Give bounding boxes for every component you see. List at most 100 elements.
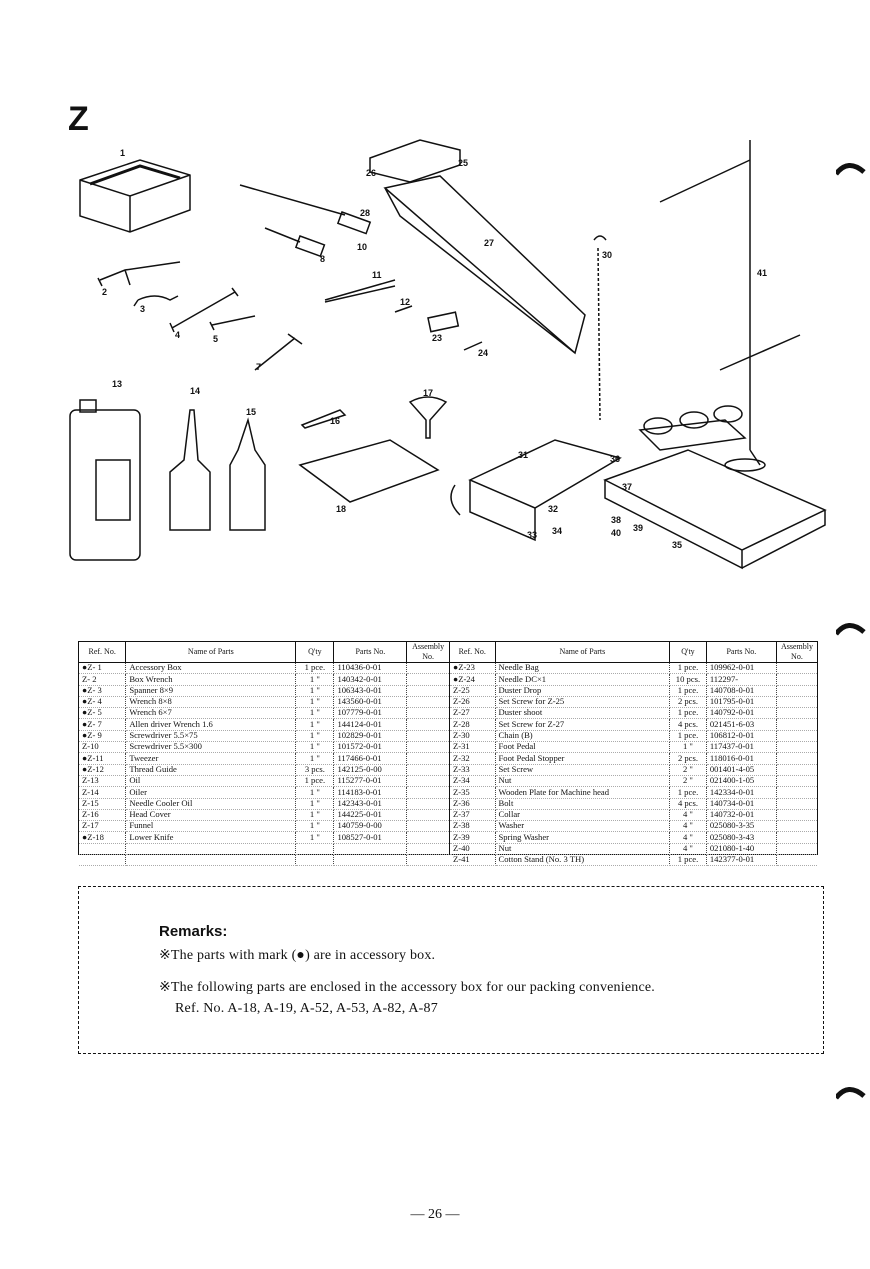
part-name-cell: Set Screw for Z-27: [495, 719, 671, 731]
qty-cell: [295, 843, 335, 856]
qty-cell: 2 pcs.: [669, 696, 707, 709]
qty-cell: 1 ": [669, 741, 707, 754]
callout: 18: [336, 504, 346, 514]
assembly-no-cell: [406, 741, 449, 754]
callout: 12: [400, 297, 410, 307]
assembly-no-cell: [776, 820, 817, 833]
funnel-drawing: [408, 396, 448, 439]
callout: 15: [246, 407, 256, 417]
assembly-no-cell: [406, 752, 449, 765]
ref-no-cell: ●Z-24: [450, 674, 496, 686]
header-ref-no: Ref. No.: [450, 642, 496, 663]
ref-no-cell: Z-37: [450, 809, 496, 822]
ref-no-cell: Z-26: [450, 696, 496, 709]
callout: 13: [112, 379, 122, 389]
callout: 27: [484, 238, 494, 248]
assembly-no-cell: [406, 831, 449, 844]
part-name-cell: [125, 854, 297, 867]
callout: 31: [518, 450, 528, 460]
part-name-cell: Foot Pedal Stopper: [495, 753, 671, 765]
parts-no-cell: 140708-0-01: [706, 685, 777, 697]
callout: 35: [672, 540, 682, 550]
callout: 28: [360, 208, 370, 218]
callout: 36: [610, 454, 620, 464]
assembly-no-cell: [406, 707, 449, 720]
parts-no-cell: 118016-0-01: [706, 753, 777, 765]
remarks-box: Remarks: ※The parts with mark (●) are in…: [78, 886, 824, 1054]
cotton-stand-drawing: [659, 140, 801, 466]
assembly-no-cell: [406, 854, 449, 867]
part-name-cell: Spanner 8×9: [125, 685, 297, 697]
binding-mark-icon: [836, 1087, 866, 1100]
callout: 25: [458, 158, 468, 168]
part-name-cell: Screwdriver 5.5×300: [125, 741, 297, 754]
part-name-cell: Bolt: [495, 798, 671, 810]
part-name-cell: Tweezer: [125, 753, 297, 765]
assembly-no-cell: [406, 696, 449, 709]
qty-cell: [295, 854, 335, 867]
ref-no-cell: Z-35: [450, 787, 496, 799]
assembly-no-cell: [776, 662, 817, 675]
ref-no-cell: Z-36: [450, 798, 496, 810]
qty-cell: 1 pce.: [669, 730, 707, 743]
ref-no-cell: ●Z- 7: [79, 719, 127, 731]
part-name-cell: Lower Knife: [125, 832, 297, 844]
ref-no-cell: Z-15: [79, 798, 127, 810]
header-parts-no: Parts No.: [333, 642, 408, 663]
assembly-no-cell: [776, 741, 817, 754]
parts-no-cell: 107779-0-01: [333, 707, 408, 720]
callout: 2: [102, 287, 107, 297]
remarks-line: ※The parts with mark (●) are in accessor…: [159, 948, 436, 963]
assembly-no-cell: [776, 685, 817, 697]
chain-drawing: [597, 247, 601, 421]
ref-no-cell: Z-13: [79, 775, 127, 788]
qty-cell: 3 pcs.: [295, 764, 335, 776]
assembly-no-cell: [776, 775, 817, 788]
part-name-cell: Screwdriver 5.5×75: [125, 730, 297, 743]
part-name-cell: Wrench 8×8: [125, 696, 297, 709]
part-name-cell: Duster Drop: [495, 685, 671, 697]
parts-no-cell: 021080-1-40: [706, 843, 777, 856]
qty-cell: 1 ": [295, 753, 335, 765]
callout: 16: [330, 416, 340, 426]
parts-no-cell: 106812-0-01: [706, 730, 777, 743]
assembly-no-cell: [406, 798, 449, 810]
ref-no-cell: Z-30: [450, 730, 496, 743]
header-ref-no: Ref. No.: [79, 642, 127, 663]
ref-no-cell: Z-33: [450, 764, 496, 776]
assembly-no-cell: [406, 730, 449, 743]
assembly-no-cell: [776, 707, 817, 720]
qty-cell: 1 ": [295, 832, 335, 844]
assembly-no-cell: [776, 718, 817, 731]
parts-no-cell: 101572-0-01: [333, 741, 408, 754]
assembly-no-cell: [776, 673, 817, 686]
qty-cell: 4 pcs.: [669, 798, 707, 810]
assembly-no-cell: [776, 854, 817, 867]
qty-cell: 1 ": [295, 674, 335, 686]
ref-no-cell: ●Z- 5: [79, 707, 127, 720]
qty-cell: 1 ": [295, 787, 335, 799]
part-name-cell: Oiler: [125, 787, 297, 799]
qty-cell: 4 ": [669, 843, 707, 856]
parts-no-cell: 025080-3-43: [706, 832, 777, 844]
ref-no-cell: ●Z- 4: [79, 696, 127, 709]
callout: 3: [140, 304, 145, 314]
spanner-drawing: [133, 295, 179, 307]
part-name-cell: Wrench 6×7: [125, 707, 297, 720]
part-name-cell: Chain (B): [495, 730, 671, 743]
parts-no-cell: 112297-: [706, 674, 777, 686]
assembly-no-cell: [406, 764, 449, 776]
ref-no-cell: Z-25: [450, 685, 496, 697]
assembly-no-cell: [776, 809, 817, 822]
ref-no-cell: ●Z- 1: [79, 662, 127, 675]
header-qty: Q'ty: [669, 642, 707, 663]
parts-no-cell: 142343-0-01: [333, 798, 408, 810]
